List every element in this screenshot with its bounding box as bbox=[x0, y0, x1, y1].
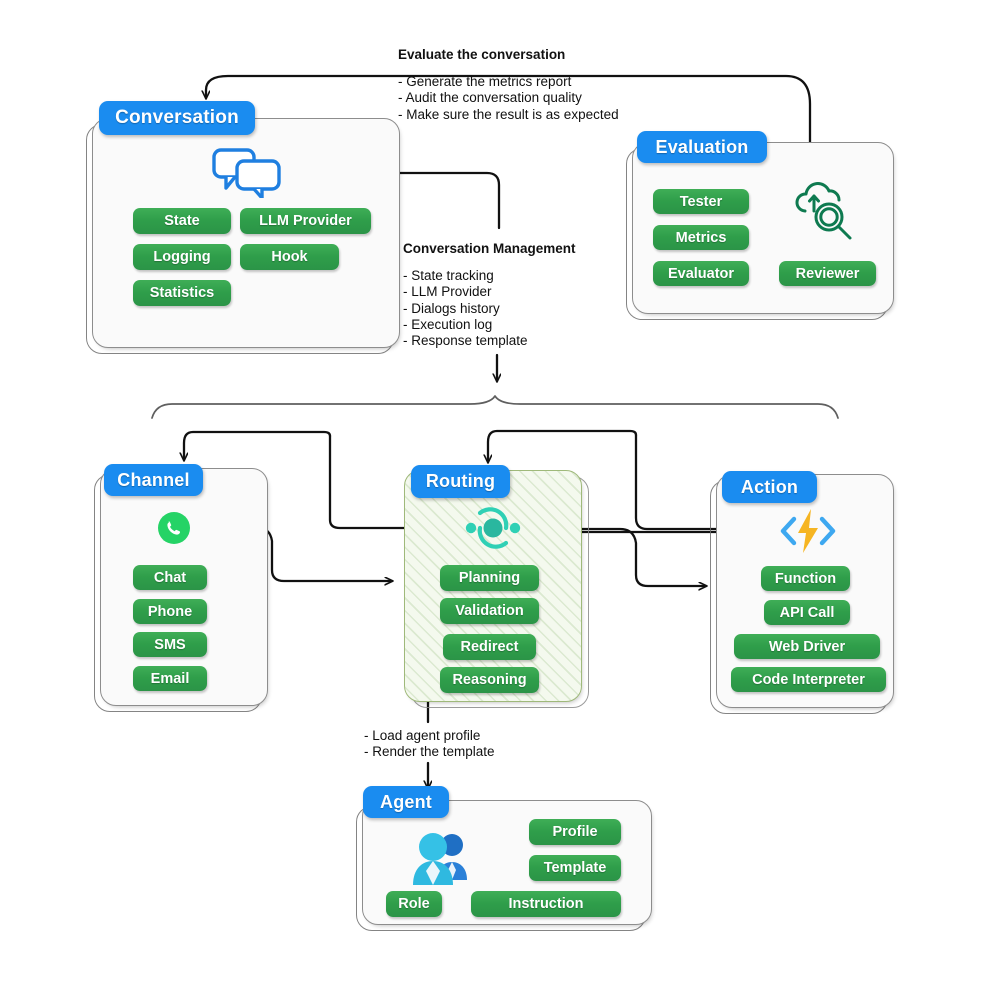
chat-bubbles-icon bbox=[212, 148, 281, 198]
pill-evaluation-reviewer[interactable]: Reviewer bbox=[779, 261, 876, 286]
wire-brace-to-channel bbox=[184, 430, 332, 460]
note-conversation-management-item-2: - Dialogs history bbox=[403, 300, 500, 316]
pill-agent-instruction[interactable]: Instruction bbox=[471, 891, 621, 917]
panel-header-evaluation[interactable]: Evaluation bbox=[637, 131, 767, 163]
pill-agent-role[interactable]: Role bbox=[386, 891, 442, 917]
users-icon bbox=[413, 833, 467, 885]
pill-channel-phone[interactable]: Phone bbox=[133, 599, 207, 624]
wire-brace-to-routing bbox=[488, 429, 638, 462]
panel-header-conversation[interactable]: Conversation bbox=[99, 101, 255, 135]
pill-agent-profile[interactable]: Profile bbox=[529, 819, 621, 845]
note-agent: - Load agent profile - Render the templa… bbox=[364, 728, 495, 761]
code-lightning-icon bbox=[780, 509, 836, 553]
pill-evaluation-tester[interactable]: Tester bbox=[653, 189, 749, 214]
pill-routing-redirect[interactable]: Redirect bbox=[443, 634, 536, 660]
pill-channel-chat[interactable]: Chat bbox=[133, 565, 207, 590]
pill-routing-planning[interactable]: Planning bbox=[440, 565, 539, 591]
panel-header-channel[interactable]: Channel bbox=[104, 464, 203, 496]
note-evaluate-title: Evaluate the conversation bbox=[398, 47, 566, 62]
whatsapp-icon bbox=[158, 512, 190, 544]
note-conversation-management-title: Conversation Management bbox=[403, 241, 576, 256]
note-conversation-management: Conversation Management - State tracking… bbox=[403, 241, 576, 349]
cloud-search-icon bbox=[795, 182, 852, 240]
pill-routing-validation[interactable]: Validation bbox=[440, 598, 539, 624]
pill-conversation-logging[interactable]: Logging bbox=[133, 244, 231, 270]
pill-conversation-hook[interactable]: Hook bbox=[240, 244, 339, 270]
panel-header-agent[interactable]: Agent bbox=[363, 786, 449, 818]
note-agent-item-1: - Render the template bbox=[364, 744, 495, 760]
panel-header-action[interactable]: Action bbox=[722, 471, 817, 503]
note-conversation-management-item-1: - LLM Provider bbox=[403, 284, 492, 300]
routing-node-icon bbox=[465, 507, 521, 549]
note-conversation-management-item-3: - Execution log bbox=[403, 316, 493, 332]
panel-header-routing[interactable]: Routing bbox=[411, 465, 510, 498]
pill-conversation-llm-provider[interactable]: LLM Provider bbox=[240, 208, 371, 234]
pill-action-function[interactable]: Function bbox=[761, 566, 850, 591]
pill-action-code-interpreter[interactable]: Code Interpreter bbox=[731, 667, 886, 692]
pill-conversation-state[interactable]: State bbox=[133, 208, 231, 234]
pill-agent-template[interactable]: Template bbox=[529, 855, 621, 881]
note-evaluate-item-0: - Generate the metrics report bbox=[398, 74, 572, 89]
note-evaluate-the-conversation: Evaluate the conversation - Generate the… bbox=[398, 47, 619, 123]
brace-split bbox=[151, 395, 839, 419]
note-conversation-management-item-0: - State tracking bbox=[403, 268, 494, 283]
pill-channel-sms[interactable]: SMS bbox=[133, 632, 207, 657]
note-agent-item-0: - Load agent profile bbox=[364, 728, 481, 743]
pill-evaluation-evaluator[interactable]: Evaluator bbox=[653, 261, 749, 286]
pill-conversation-statistics[interactable]: Statistics bbox=[133, 280, 231, 306]
note-evaluate-item-1: - Audit the conversation quality bbox=[398, 90, 582, 106]
pill-evaluation-metrics[interactable]: Metrics bbox=[653, 225, 749, 250]
note-conversation-management-item-4: - Response template bbox=[403, 333, 528, 349]
pill-action-web-driver[interactable]: Web Driver bbox=[734, 634, 880, 659]
pill-channel-email[interactable]: Email bbox=[133, 666, 207, 691]
pill-action-api-call[interactable]: API Call bbox=[764, 600, 850, 625]
pill-routing-reasoning[interactable]: Reasoning bbox=[440, 667, 539, 693]
note-evaluate-item-2: - Make sure the result is as expected bbox=[398, 106, 619, 122]
